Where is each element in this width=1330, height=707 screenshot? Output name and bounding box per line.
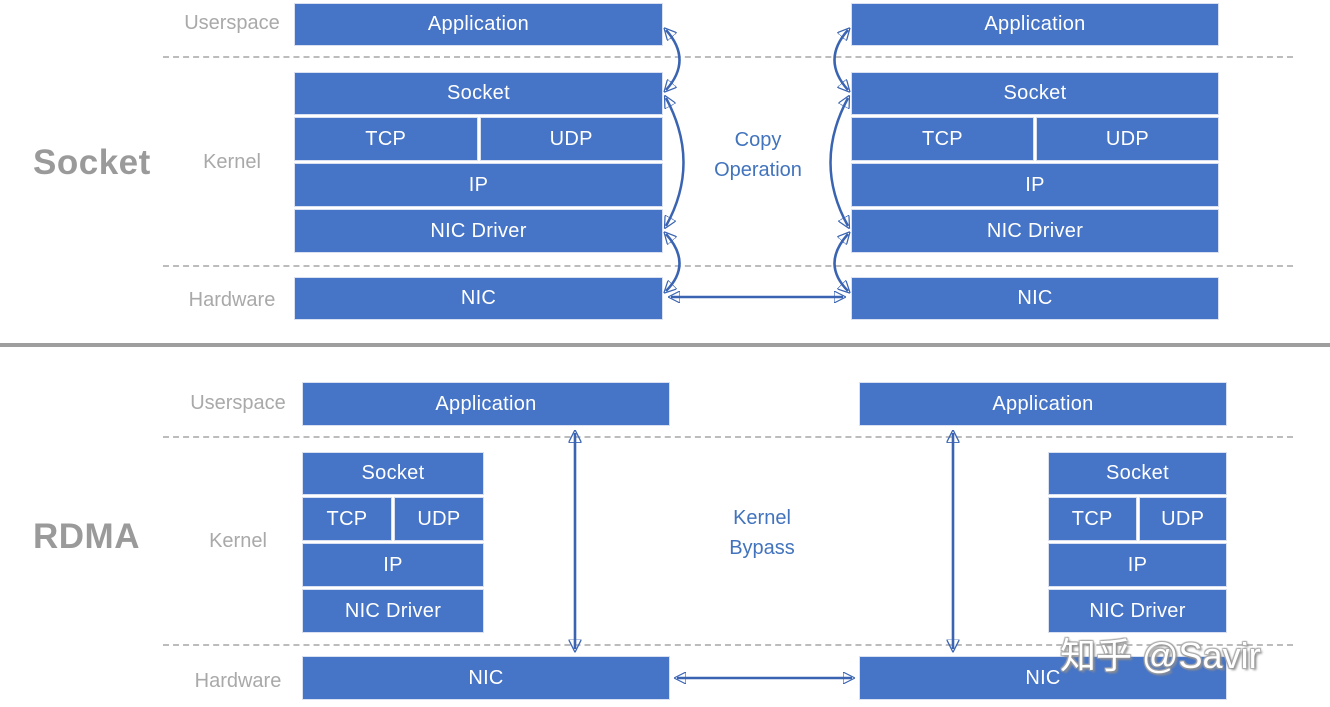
socket-left-socket-box: Socket <box>294 72 663 115</box>
kernel-bypass-line2: Bypass <box>729 537 795 559</box>
kernel-bypass-line1: Kernel <box>733 507 791 529</box>
socket-right-application-box: Application <box>851 3 1219 46</box>
socket-left-udp-box: UDP <box>479 117 663 161</box>
copy-operation-line2: Operation <box>714 159 802 181</box>
socket-kernel-hardware-divider <box>163 265 1293 267</box>
rdma-right-nic-box: NIC <box>859 656 1227 700</box>
socket-left-tcp-udp-row: TCP UDP <box>294 117 663 161</box>
socket-right-socket-box: Socket <box>851 72 1219 115</box>
socket-right-tcp-udp-row: TCP UDP <box>851 117 1219 161</box>
rdma-left-application-box: Application <box>302 382 670 426</box>
socket-section-title: Socket <box>33 143 151 182</box>
rdma-left-socket-box: Socket <box>302 452 484 495</box>
copy-arrow-right-driver-nic <box>833 234 849 291</box>
socket-left-nic-driver-box: NIC Driver <box>294 209 663 253</box>
socket-userspace-label: Userspace <box>184 12 280 34</box>
socket-right-udp-box: UDP <box>1036 117 1219 161</box>
socket-left-nic-box: NIC <box>294 277 663 320</box>
copy-operation-line1: Copy <box>734 129 782 151</box>
kernel-bypass-annotation: Kernel Bypass <box>680 503 844 563</box>
copy-operation-annotation: Copy Operation <box>676 125 840 185</box>
rdma-kernel-label: Kernel <box>209 530 267 552</box>
rdma-right-ip-box: IP <box>1048 543 1227 587</box>
rdma-right-socket-box: Socket <box>1048 452 1227 495</box>
socket-hardware-label: Hardware <box>188 289 276 311</box>
rdma-hardware-label: Hardware <box>194 670 282 692</box>
socket-left-kernel-stack: Socket TCP UDP IP NIC Driver <box>294 72 663 253</box>
rdma-left-tcp-udp-row: TCP UDP <box>302 497 484 541</box>
rdma-right-kernel-stack: Socket TCP UDP IP NIC Driver <box>1048 452 1227 633</box>
socket-right-kernel-stack: Socket TCP UDP IP NIC Driver <box>851 72 1219 253</box>
socket-left-ip-box: IP <box>294 163 663 207</box>
rdma-left-nic-box: NIC <box>302 656 670 700</box>
section-separator-line <box>0 343 1330 347</box>
socket-right-tcp-box: TCP <box>851 117 1034 161</box>
copy-arrow-right-app-socket <box>833 30 849 90</box>
socket-right-nic-box: NIC <box>851 277 1219 320</box>
rdma-kernel-hardware-divider <box>163 644 1293 646</box>
rdma-right-tcp-udp-row: TCP UDP <box>1048 497 1227 541</box>
rdma-left-nic-driver-box: NIC Driver <box>302 589 484 633</box>
rdma-left-ip-box: IP <box>302 543 484 587</box>
socket-kernel-label: Kernel <box>203 151 261 173</box>
rdma-right-nic-driver-box: NIC Driver <box>1048 589 1227 633</box>
rdma-right-udp-box: UDP <box>1138 497 1227 541</box>
rdma-section-title: RDMA <box>33 517 140 556</box>
copy-arrow-left-app-socket <box>666 30 681 90</box>
rdma-userspace-kernel-divider <box>163 436 1293 438</box>
rdma-right-tcp-box: TCP <box>1048 497 1137 541</box>
rdma-left-udp-box: UDP <box>394 497 484 541</box>
socket-left-application-box: Application <box>294 3 663 46</box>
rdma-userspace-label: Userspace <box>190 392 286 414</box>
watermark-text: 知乎 @Savir <box>1060 635 1261 676</box>
rdma-left-tcp-box: TCP <box>302 497 392 541</box>
socket-left-tcp-box: TCP <box>294 117 478 161</box>
rdma-right-application-box: Application <box>859 382 1227 426</box>
socket-right-ip-box: IP <box>851 163 1219 207</box>
socket-userspace-kernel-divider <box>163 56 1293 58</box>
rdma-left-kernel-stack: Socket TCP UDP IP NIC Driver <box>302 452 484 633</box>
socket-right-nic-driver-box: NIC Driver <box>851 209 1219 253</box>
copy-arrow-left-driver-nic <box>666 234 681 291</box>
